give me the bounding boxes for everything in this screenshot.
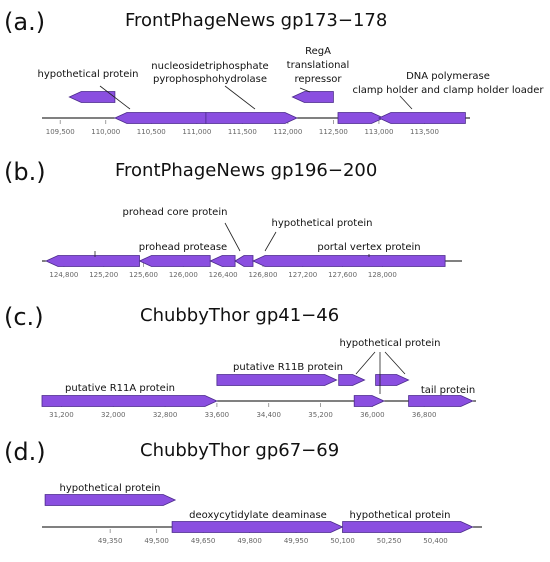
tick-label: 36,800 [412, 411, 437, 419]
panel-title: ChubbyThor gp67−69 [140, 440, 339, 461]
panel-title: ChubbyThor gp41−46 [140, 305, 339, 326]
gene-arrow[interactable] [44, 494, 177, 506]
gene-arrow[interactable] [377, 112, 466, 124]
gene-label: clamp holder and clamp holder loader [352, 85, 544, 96]
tick-label: 32,000 [101, 411, 126, 419]
tick-label: 49,650 [191, 537, 216, 545]
gene-arrow[interactable] [171, 521, 344, 533]
gene-arrow[interactable] [408, 395, 474, 407]
gene-label: hypothetical protein [38, 69, 139, 80]
label-leader-line [355, 351, 376, 375]
panel-c: (c.) ChubbyThor gp41−46 31,200 32,000 32,800… [4, 303, 476, 419]
tick-label: 126,000 [169, 271, 198, 279]
gene-label: pyrophosphohydrolase [153, 74, 267, 85]
label-leader-line [299, 87, 311, 93]
panel-letter: (a.) [4, 8, 45, 36]
gene-arrow[interactable] [338, 374, 366, 386]
gene-label: hypothetical protein [60, 483, 161, 494]
gene-label: DNA polymerase [406, 71, 490, 82]
gene-arrow[interactable] [252, 255, 446, 267]
tick-label: 127,600 [328, 271, 357, 279]
gene-arrow[interactable] [205, 112, 298, 124]
tick-label: 111,000 [182, 128, 211, 136]
gene-label: repressor [294, 74, 342, 85]
gene-arrow[interactable] [291, 91, 334, 103]
gene-label: prohead protease [139, 242, 227, 253]
label-leader-line [399, 95, 413, 110]
gene-arrow[interactable] [113, 112, 207, 124]
panel-letter: (b.) [4, 158, 46, 186]
panel-title: FrontPhageNews gp173−178 [125, 10, 387, 31]
gene-arrow[interactable] [209, 255, 236, 267]
gene-arrow[interactable] [45, 255, 140, 267]
tick-label: 112,500 [319, 128, 348, 136]
label-leader-line [224, 222, 241, 252]
gene-arrow[interactable] [234, 255, 254, 267]
tick-label: 36,000 [360, 411, 385, 419]
tick-label: 113,500 [410, 128, 439, 136]
tick-label: 110,000 [91, 128, 120, 136]
tick-label: 50,400 [423, 537, 448, 545]
tick-label: 49,350 [98, 537, 123, 545]
panel-b: (b.) FrontPhageNews gp196−200 124,800 125,2… [4, 158, 462, 279]
gene-label: nucleosidetriphosphate [151, 61, 268, 72]
panel-a: (a.) FrontPhageNews gp173−178 109,500 110,0… [4, 8, 544, 136]
label-leader-line [264, 231, 277, 252]
panel-title: FrontPhageNews gp196−200 [115, 160, 377, 181]
gene-arrow[interactable] [337, 112, 385, 124]
tick-label: 50,100 [330, 537, 355, 545]
gene-arrow[interactable] [375, 374, 410, 386]
gene-label: translational [287, 60, 350, 71]
gene-label: RegA [305, 46, 331, 57]
tick-label: 49,800 [237, 537, 262, 545]
tick-label: 125,600 [129, 271, 158, 279]
gene-label: portal vertex protein [317, 242, 420, 253]
tick-label: 124,800 [49, 271, 78, 279]
label-leader-line [224, 85, 256, 110]
tick-label: 112,000 [273, 128, 302, 136]
tick-label: 50,250 [377, 537, 402, 545]
gene-label: deoxycytidylate deaminase [189, 510, 327, 521]
panel-d: (d.) ChubbyThor gp67−69 49,350 49,500 49,650… [4, 438, 482, 545]
gene-arrow[interactable] [216, 374, 338, 386]
tick-label: 127,200 [288, 271, 317, 279]
gene-arrow[interactable] [342, 521, 474, 533]
tick-label: 128,000 [368, 271, 397, 279]
tick-label: 109,500 [46, 128, 75, 136]
label-leader-line [99, 85, 131, 110]
tick-label: 31,200 [49, 411, 74, 419]
tick-label: 113,000 [364, 128, 393, 136]
gene-label: hypothetical protein [272, 218, 373, 229]
gene-label: tail protein [421, 385, 475, 396]
tick-label: 34,400 [256, 411, 281, 419]
gene-label: prohead core protein [123, 207, 228, 218]
tick-label: 126,800 [248, 271, 277, 279]
tick-label: 32,800 [153, 411, 178, 419]
panel-letter: (d.) [4, 438, 46, 466]
panel-letter: (c.) [4, 303, 44, 331]
gene-label: hypothetical protein [350, 510, 451, 521]
tick-label: 49,950 [284, 537, 309, 545]
label-leader-line [384, 351, 406, 375]
gene-arrow[interactable] [68, 91, 116, 103]
tick-label: 125,200 [89, 271, 118, 279]
tick-label: 49,500 [144, 537, 169, 545]
gene-arrow[interactable] [353, 395, 385, 407]
tick-label: 111,500 [228, 128, 257, 136]
tick-label: 35,200 [308, 411, 333, 419]
gene-label: putative R11B protein [233, 362, 343, 373]
tick-label: 110,500 [137, 128, 166, 136]
gene-arrow[interactable] [41, 395, 218, 407]
tick-label: 126,400 [209, 271, 238, 279]
tick-label: 33,600 [205, 411, 230, 419]
gene-label: hypothetical protein [340, 338, 441, 349]
gene-arrow[interactable] [138, 255, 211, 267]
gene-label: putative R11A protein [65, 383, 175, 394]
